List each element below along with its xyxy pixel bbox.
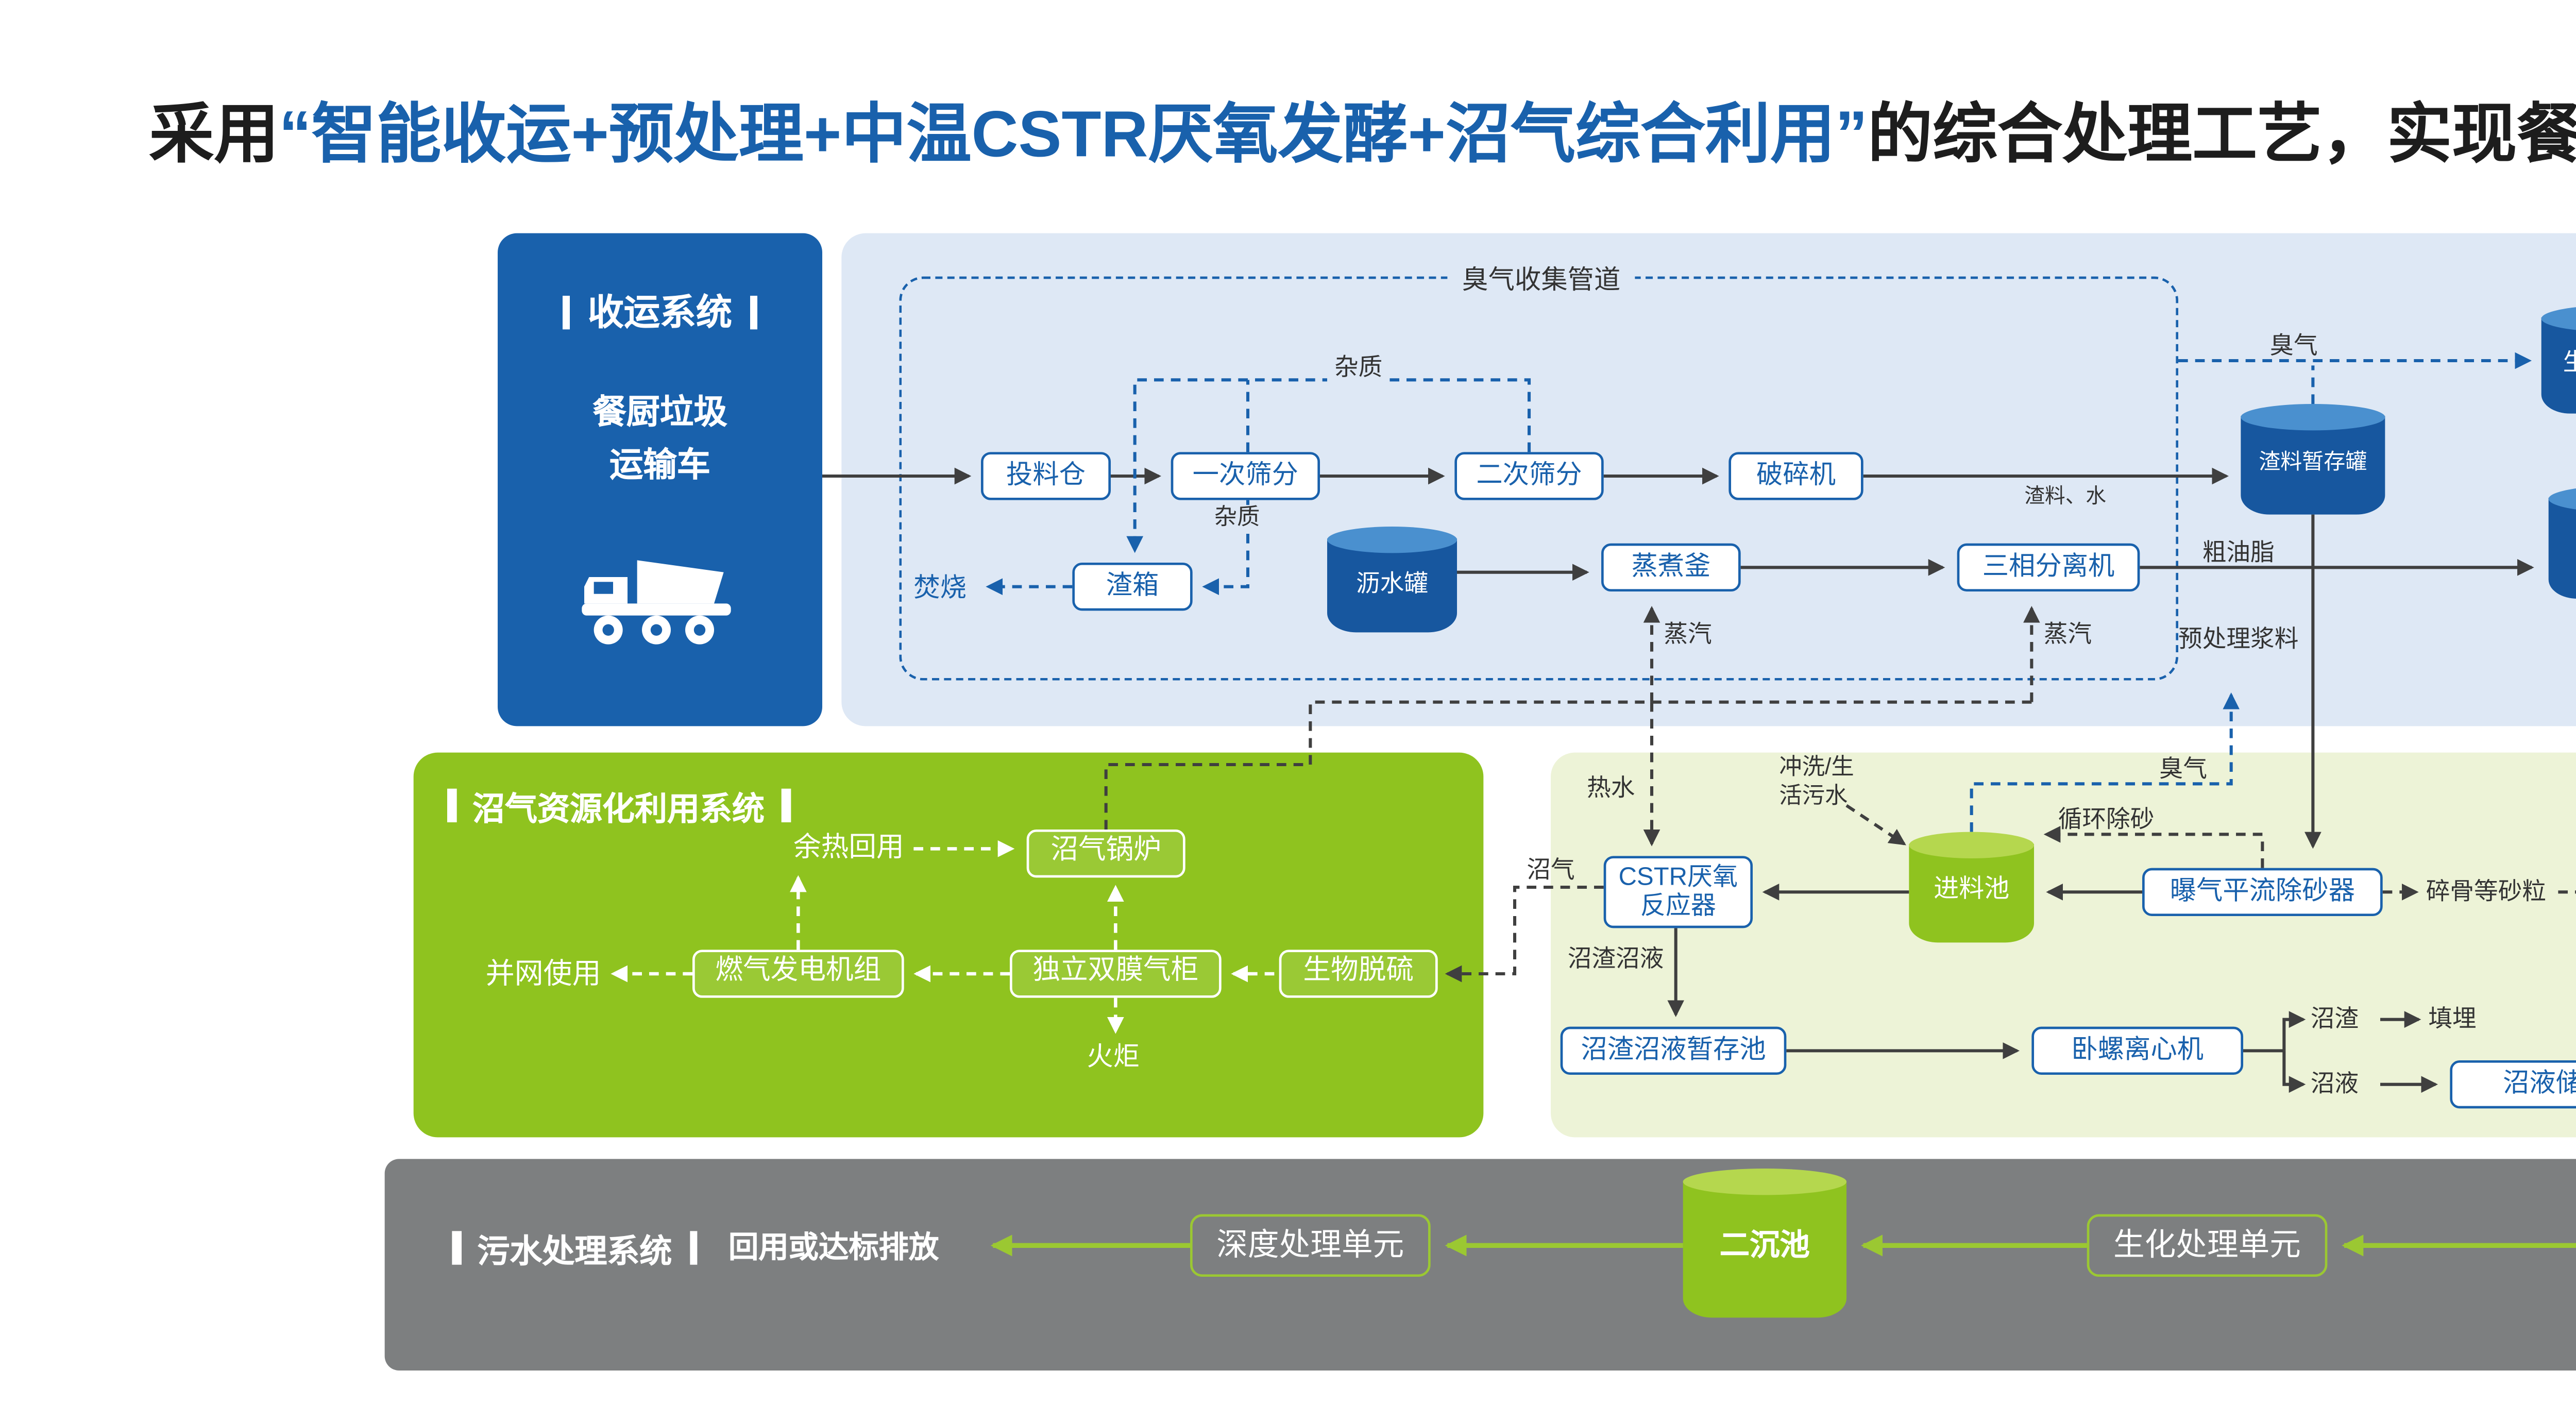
odor-label-pretreatment: 臭气: [2269, 334, 2318, 361]
biogas-out-label: 沼气: [1527, 858, 1575, 885]
liquid-label: 沼液: [2310, 1072, 2359, 1099]
collection-system-title-text: 收运系统: [587, 293, 733, 334]
gas-generator-node: 燃气发电机组: [692, 950, 904, 998]
advanced-treatment-label: 深度处理单元: [1216, 1225, 1404, 1261]
vehicle-label-line1: 餐厨垃圾: [592, 392, 727, 431]
primary-screen-label: 一次筛分: [1192, 461, 1299, 490]
wastewater-region-title: 污水处理系统: [452, 1224, 697, 1272]
heat-reuse-label: 余热回用: [793, 834, 904, 864]
crude-grease-label: 粗油脂: [2202, 541, 2275, 568]
collection-system-title: 收运系统: [498, 286, 822, 336]
sand-remover-node: 曝气平流除砂器: [2142, 868, 2383, 917]
centrifuge-label: 卧螺离心机: [2071, 1035, 2204, 1064]
biochemical-treatment-node: 生化处理单元: [2087, 1214, 2328, 1277]
biofilter-label: 生物滤池: [2541, 315, 2576, 413]
biogas-boiler-label: 沼气锅炉: [1050, 837, 1162, 867]
gas-holder-label: 独立双膜气柜: [1032, 958, 1199, 987]
title-suffix: 的综合处理工艺，实现餐厨垃圾的无害化处理及资源化利用。: [1868, 98, 2576, 171]
wastewater-region-title-text: 污水处理系统: [477, 1233, 672, 1270]
secondary-sedimentation-label: 二沉池: [1719, 1229, 1810, 1263]
sand-remover-label: 曝气平流除砂器: [2170, 876, 2355, 906]
landfill-label: 填埋: [2428, 1007, 2477, 1034]
secondary-screen-label: 二次筛分: [1476, 461, 1582, 490]
drain-tank-label: 沥水罐: [1356, 571, 1429, 598]
residue-label: 沼渣: [2310, 1007, 2359, 1034]
flush-sewage-line1: 冲洗/生: [1779, 755, 1854, 782]
grid-use-label: 并网使用: [485, 957, 601, 991]
biogas-region-title: 沼气资源化利用系统: [447, 782, 790, 830]
secondary-screen-node: 二次筛分: [1454, 452, 1604, 500]
grease-tank-label: 油脂罐: [2549, 495, 2576, 599]
vehicle-label-line2: 运输车: [609, 444, 711, 483]
impurity-mid-label: 杂质: [1207, 505, 1267, 535]
slag-storage-tank-cylinder: 渣料暂存罐: [2241, 404, 2385, 515]
biogas-boiler-node: 沼气锅炉: [1026, 830, 1185, 878]
cooker-node: 蒸煮釜: [1601, 543, 1741, 592]
slag-box-node: 渣箱: [1072, 563, 1193, 611]
title-prefix: 采用: [149, 98, 279, 171]
pretreated-slurry-label: 预处理浆料: [2178, 628, 2299, 654]
primary-screen-node: 一次筛分: [1171, 452, 1320, 500]
vehicle-label: 餐厨垃圾运输车: [498, 387, 822, 491]
reuse-discharge-label: 回用或达标排放: [728, 1231, 939, 1265]
crusher-node: 破碎机: [1728, 452, 1863, 500]
page-title: 采用“智能收运+预处理+中温CSTR厌氧发酵+沼气综合利用”的综合处理工艺，实现…: [149, 82, 2576, 176]
title-highlight: “智能收运+预处理+中温CSTR厌氧发酵+沼气综合利用”: [279, 98, 1868, 171]
three-phase-separator-node: 三相分离机: [1957, 543, 2140, 592]
wastewater-region: 污水处理系统: [384, 1159, 2576, 1371]
steam-label-2: 蒸汽: [2043, 622, 2092, 650]
odor-label-anaerobic: 臭气: [2159, 757, 2208, 784]
sand-cycle-label: 循环除砂: [2058, 808, 2155, 835]
collection-system-panel: 收运系统 餐厨垃圾运输车: [498, 233, 823, 726]
bone-sand-label: 碎骨等砂粒: [2426, 880, 2547, 907]
slag-box-label: 渣箱: [1106, 571, 1159, 601]
residue-storage-node: 沼渣沼液暂存池: [1560, 1026, 1787, 1075]
residue-liquid-label: 沼渣沼液: [1567, 947, 1664, 974]
slag-storage-tank-label: 渣料暂存罐: [2259, 449, 2367, 474]
incineration-label: 焚烧: [913, 574, 967, 604]
biochemical-treatment-label: 生化处理单元: [2113, 1225, 2301, 1261]
biogas-utilization-region: 沼气资源化利用系统: [413, 752, 1484, 1138]
drain-tank-cylinder: 沥水罐: [1327, 527, 1458, 633]
three-phase-separator-label: 三相分离机: [1982, 552, 2115, 581]
feed-bin-node: 投料仓: [981, 452, 1111, 500]
slag-water-label: 渣料、水: [2024, 483, 2107, 508]
desulfurizer-label: 生物脱硫: [1303, 958, 1414, 987]
feed-bin-label: 投料仓: [1006, 461, 1086, 490]
cstr-reactor-node: CSTR厌氧反应器: [1603, 856, 1753, 928]
flush-sewage-line2: 活污水: [1779, 784, 1848, 811]
steam-label-1: 蒸汽: [1664, 622, 1712, 650]
odor-pipeline-label: 臭气收集管道: [1447, 260, 1635, 298]
centrifuge-node: 卧螺离心机: [2031, 1026, 2244, 1075]
hot-water-label: 热水: [1587, 776, 1635, 803]
gas-generator-label: 燃气发电机组: [715, 958, 882, 987]
feed-pool-cylinder: 进料池: [1909, 832, 2035, 943]
dump-truck-icon: [582, 560, 731, 645]
desulfurizer-node: 生物脱硫: [1279, 950, 1438, 998]
impurity-top-label: 杂质: [1327, 353, 1390, 385]
gas-holder-node: 独立双膜气柜: [1010, 950, 1222, 998]
cooker-label: 蒸煮釜: [1631, 552, 1711, 581]
cstr-reactor-line2: 反应器: [1640, 892, 1716, 921]
flare-label: 火炬: [1087, 1043, 1140, 1073]
liquid-tank-node: 沼液储池: [2450, 1060, 2576, 1109]
feed-pool-label: 进料池: [1934, 875, 2010, 905]
flush-sewage-label: 冲洗/生活污水: [1779, 755, 1854, 814]
biogas-region-title-text: 沼气资源化利用系统: [472, 791, 765, 827]
advanced-treatment-node: 深度处理单元: [1190, 1214, 1431, 1277]
cstr-reactor-line1: CSTR厌氧: [1618, 863, 1738, 892]
grease-tank-cylinder: 油脂罐: [2548, 485, 2576, 599]
biofilter-cylinder: 生物滤池: [2541, 305, 2576, 414]
liquid-tank-label: 沼液储池: [2503, 1069, 2576, 1098]
residue-storage-label: 沼渣沼液暂存池: [1581, 1035, 1766, 1064]
crusher-label: 破碎机: [1756, 461, 1836, 490]
secondary-sedimentation-cylinder: 二沉池: [1683, 1169, 1847, 1318]
